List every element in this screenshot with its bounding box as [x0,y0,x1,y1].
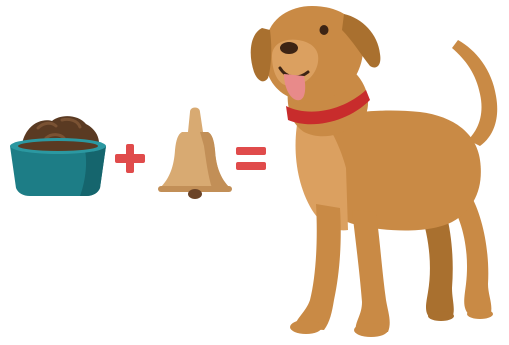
plus-sign-icon [115,144,145,173]
dog-icon [251,6,497,337]
food-bowl-icon [10,116,106,196]
bell-icon [158,108,232,200]
equals-sign-icon [236,147,266,170]
